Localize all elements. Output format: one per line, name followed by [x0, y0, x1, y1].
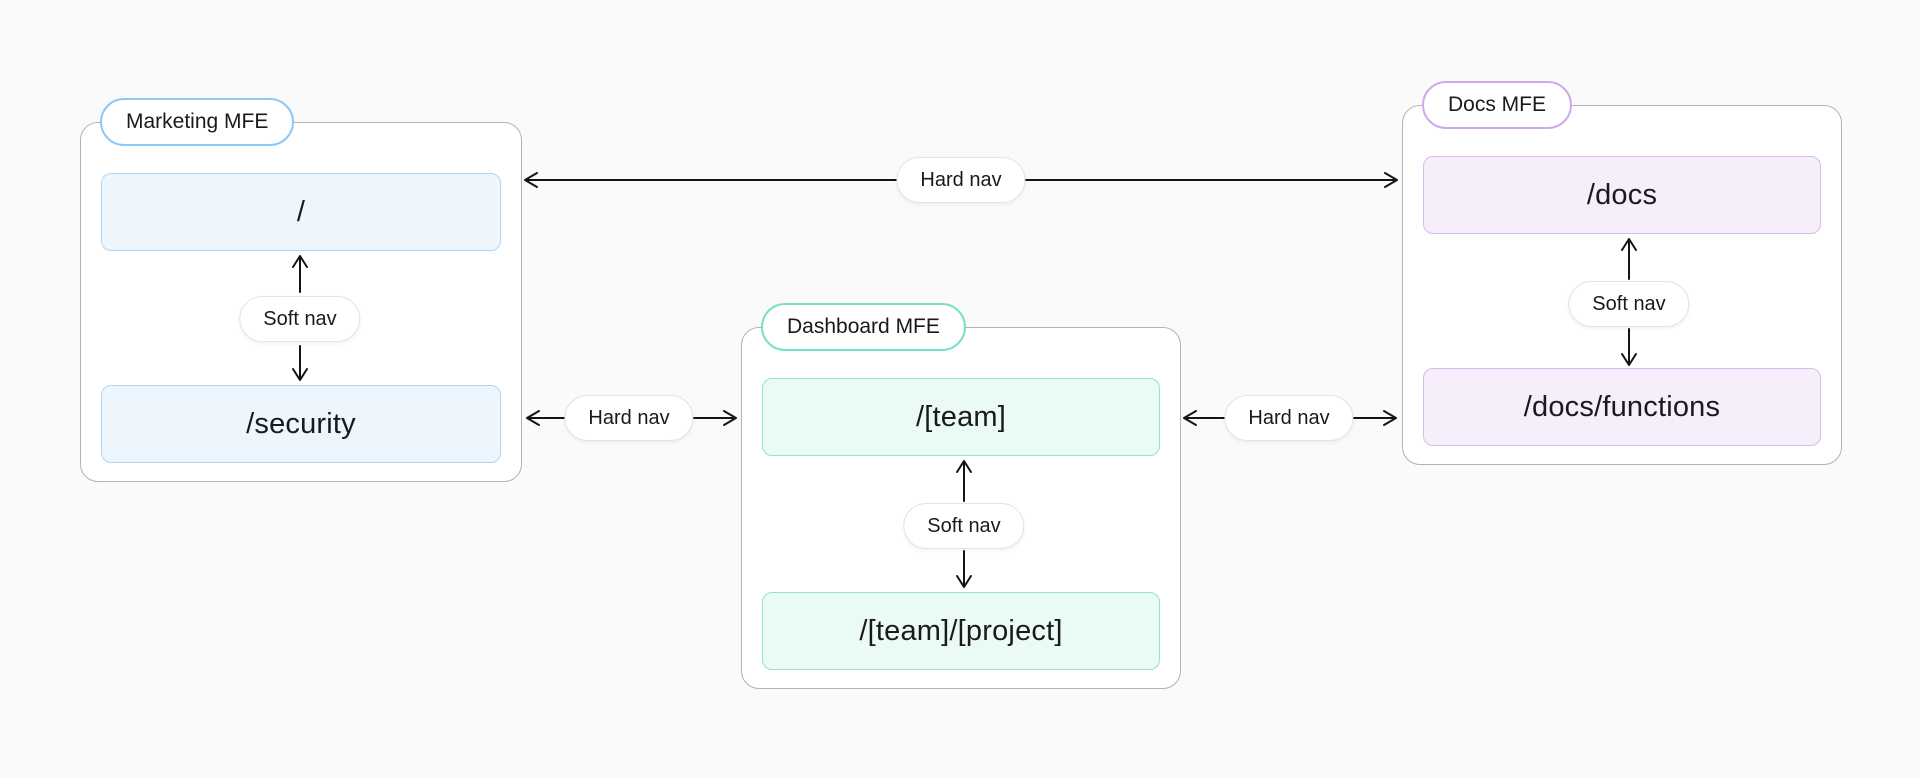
- soft-nav-pill-dashboard-label: Soft nav: [927, 514, 1001, 537]
- marketing-mfe-badge: Marketing MFE: [100, 98, 295, 146]
- docs-mfe-panel: Docs MFE /docs /docs/functions: [1402, 81, 1842, 465]
- route-node-root: /: [101, 173, 501, 251]
- route-node-security: /security: [101, 385, 501, 463]
- route-node-team-label: /[team]: [915, 400, 1007, 433]
- route-node-docs-label: /docs: [1586, 178, 1658, 211]
- hard-nav-pill-top-label: Hard nav: [920, 168, 1002, 191]
- marketing-mfe-panel: Marketing MFE / /security: [80, 98, 522, 482]
- hard-nav-pill-left: Hard nav: [564, 395, 694, 441]
- route-node-team-project-label: /[team]/[project]: [859, 614, 1063, 647]
- route-node-docs-functions: /docs/functions: [1423, 368, 1821, 446]
- route-node-security-label: /security: [246, 407, 356, 440]
- soft-nav-pill-docs: Soft nav: [1568, 281, 1690, 327]
- route-node-docs: /docs: [1423, 156, 1821, 234]
- dashboard-mfe-badge: Dashboard MFE: [761, 303, 966, 351]
- hard-nav-pill-left-label: Hard nav: [588, 406, 670, 429]
- route-node-team: /[team]: [762, 378, 1160, 456]
- hard-nav-pill-top: Hard nav: [896, 157, 1026, 203]
- soft-nav-pill-dashboard: Soft nav: [903, 503, 1025, 549]
- dashboard-mfe-badge-label: Dashboard MFE: [787, 315, 940, 338]
- soft-nav-pill-marketing-label: Soft nav: [263, 307, 337, 330]
- docs-mfe-badge: Docs MFE: [1422, 81, 1573, 129]
- hard-nav-pill-right: Hard nav: [1224, 395, 1354, 441]
- route-node-root-label: /: [296, 195, 306, 228]
- hard-nav-pill-right-label: Hard nav: [1248, 406, 1330, 429]
- marketing-mfe-badge-label: Marketing MFE: [126, 110, 269, 133]
- soft-nav-pill-marketing: Soft nav: [239, 296, 361, 342]
- dashboard-mfe-panel: Dashboard MFE /[team] /[team]/[project]: [741, 303, 1181, 689]
- route-node-team-project: /[team]/[project]: [762, 592, 1160, 670]
- soft-nav-pill-docs-label: Soft nav: [1592, 292, 1666, 315]
- route-node-docs-functions-label: /docs/functions: [1523, 390, 1721, 423]
- docs-mfe-badge-label: Docs MFE: [1448, 93, 1547, 116]
